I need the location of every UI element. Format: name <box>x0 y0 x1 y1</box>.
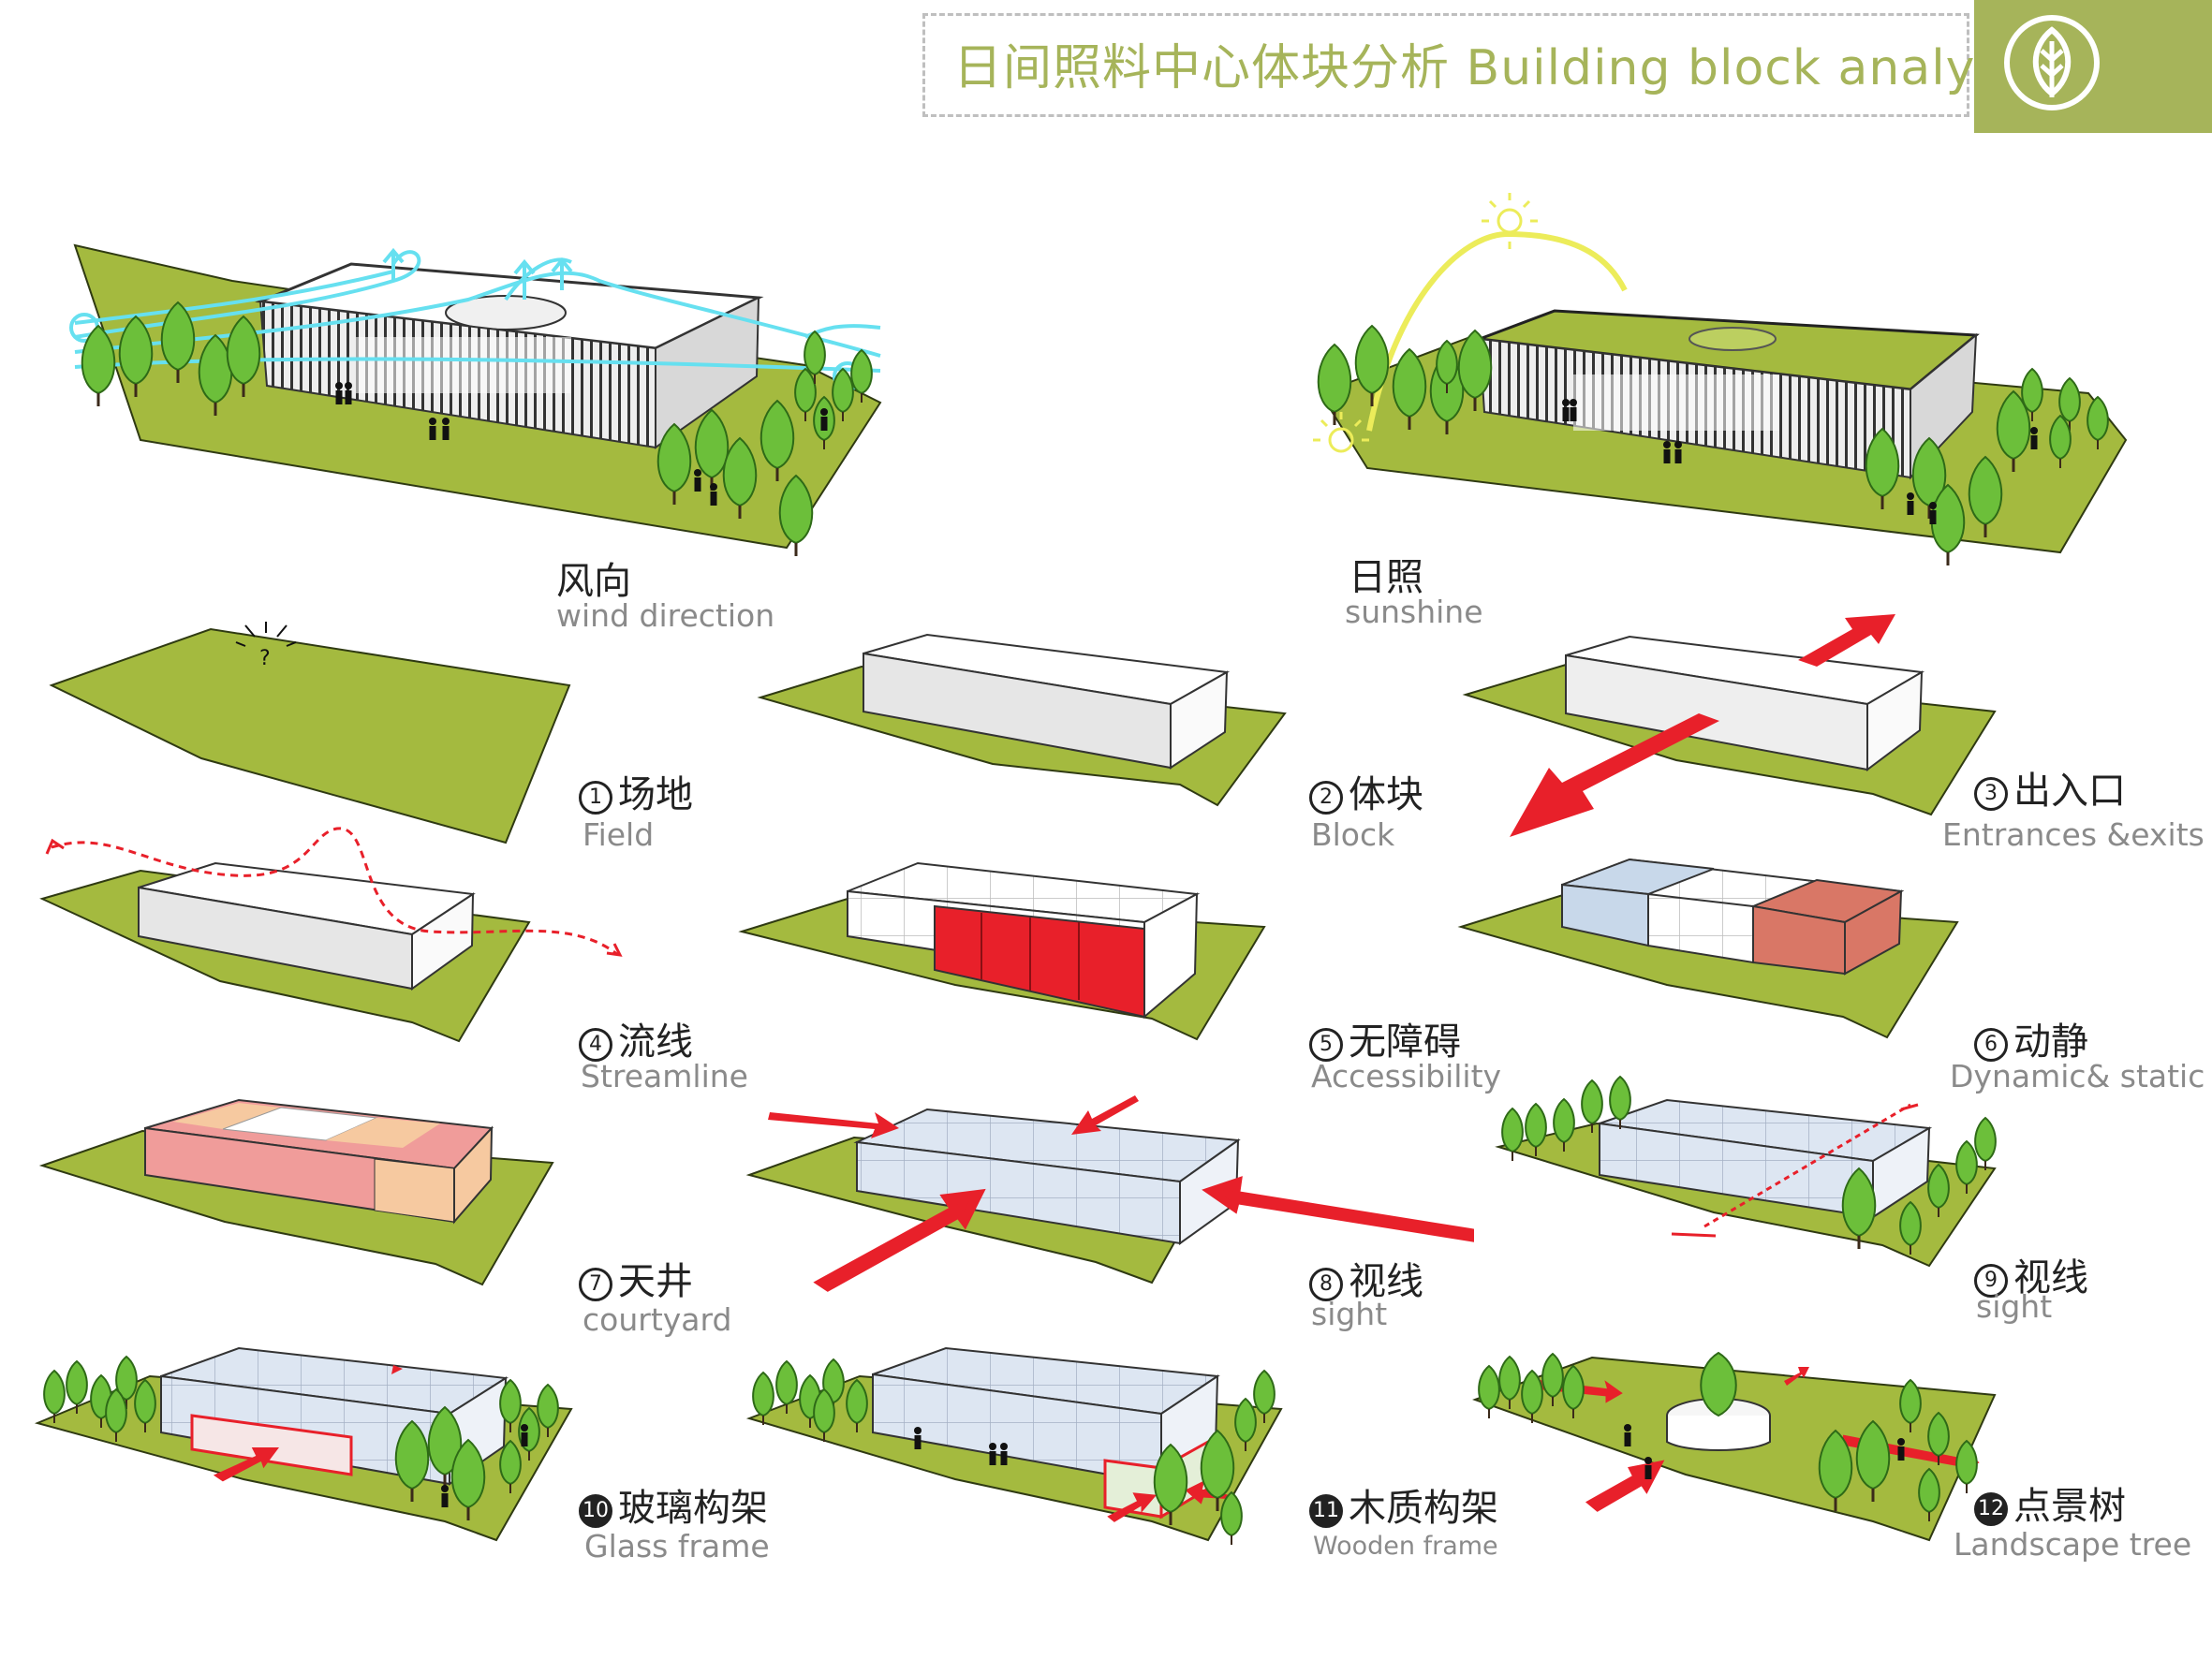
step-1-subtitle: Field <box>582 816 655 853</box>
step-7-subtitle: courtyard <box>582 1301 732 1338</box>
entrances-diagram <box>1462 614 1997 837</box>
landscape-tree-diagram <box>1472 1351 1997 1542</box>
step-11-subtitle: Wooden frame <box>1313 1532 1498 1561</box>
wind-direction-subtitle: wind direction <box>556 597 775 634</box>
leaf-icon <box>2004 15 2100 110</box>
dynamic-static-diagram <box>1457 858 1959 1039</box>
step-10-subtitle: Glass frame <box>584 1528 770 1564</box>
accessibility-diagram <box>738 861 1266 1041</box>
sunshine-illustration <box>1313 193 2128 567</box>
sunshine-subtitle: sunshine <box>1345 594 1483 630</box>
step-8-subtitle: sight <box>1311 1296 1388 1332</box>
svg-text:?: ? <box>259 647 271 670</box>
step-2-subtitle: Block <box>1311 816 1395 853</box>
page-title: 日间照料中心体块分析 Building block analysis <box>953 40 2043 96</box>
title-badge <box>1974 0 2212 133</box>
sun-icon <box>1313 193 1538 453</box>
title-frame <box>922 13 1969 117</box>
step-3-subtitle: Entrances &exits <box>1942 816 2205 853</box>
sunshine-title: 日照 <box>1349 556 1423 599</box>
step-5-subtitle: Accessibility <box>1311 1058 1502 1094</box>
step-9-subtitle: sight <box>1976 1288 2053 1325</box>
wind-direction-illustration <box>69 243 882 558</box>
step-6-subtitle: Dynamic& static <box>1950 1058 2205 1094</box>
streamline-diagram <box>39 827 623 1043</box>
wind-direction-title: 风向 <box>556 560 631 603</box>
sight-diagram-8 <box>745 1095 1474 1292</box>
block-diagram <box>757 633 1287 807</box>
field-diagram: ? <box>49 622 571 844</box>
sight-diagram-9 <box>1495 1076 1997 1268</box>
step-12-subtitle: Landscape tree <box>1954 1526 2192 1563</box>
glass-frame-diagram <box>34 1346 573 1542</box>
step-4-subtitle: Streamline <box>581 1058 748 1094</box>
courtyard-diagram <box>38 1098 554 1286</box>
wooden-frame-diagram <box>745 1346 1283 1546</box>
